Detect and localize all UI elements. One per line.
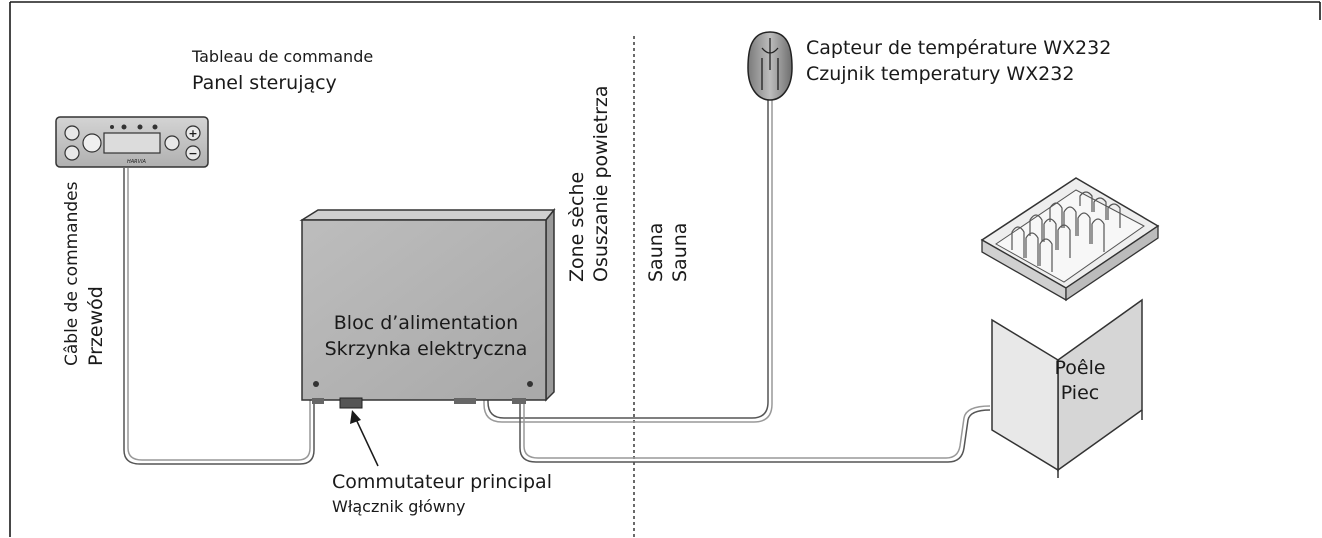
svg-text:−: − bbox=[188, 147, 197, 160]
temperature-sensor-device bbox=[747, 31, 793, 101]
sensor-label-fr: Capteur de température WX232 bbox=[806, 37, 1111, 59]
screw-icon bbox=[313, 381, 319, 387]
cable-label-fr: Câble de commandes bbox=[62, 181, 82, 366]
main-switch-arrow bbox=[350, 410, 379, 467]
panel-brand: HARVIA bbox=[127, 159, 147, 165]
dry-zone-label-pl: Osuszanie powietrza bbox=[590, 85, 612, 282]
menu-button-icon bbox=[164, 135, 180, 151]
heater-label-fr: Poêle bbox=[1054, 357, 1105, 379]
light-button-icon bbox=[64, 145, 80, 161]
heater-label-pl: Piec bbox=[1061, 382, 1099, 404]
control-panel-label-fr: Tableau de commande bbox=[191, 47, 373, 66]
plus-button-icon bbox=[185, 125, 201, 141]
control-cable bbox=[123, 168, 315, 465]
cable-label-pl: Przewód bbox=[85, 286, 107, 366]
heater-device bbox=[980, 177, 1160, 478]
power-unit-label-fr: Bloc d’alimentation bbox=[334, 312, 518, 334]
svg-text:+: + bbox=[188, 127, 197, 140]
sauna-label-fr: Sauna bbox=[645, 223, 667, 282]
minus-button-icon bbox=[185, 145, 201, 161]
mode-button-icon bbox=[82, 133, 102, 153]
panel-display bbox=[103, 132, 161, 154]
power-unit-box bbox=[299, 207, 556, 409]
sauna-label-pl: Sauna bbox=[669, 223, 691, 282]
control-panel-label-pl: Panel sterujący bbox=[192, 72, 337, 94]
diagram-frame bbox=[9, 1, 1321, 537]
sensor-cable bbox=[483, 100, 773, 423]
control-panel-device: + − HARVIA bbox=[55, 116, 209, 168]
power-button-icon bbox=[64, 125, 80, 141]
main-switch-label-pl: Włącznik główny bbox=[332, 497, 466, 516]
heating-elements bbox=[1011, 191, 1121, 272]
main-switch bbox=[339, 397, 363, 409]
dry-zone-label-fr: Zone sèche bbox=[566, 172, 588, 282]
heater-cable bbox=[519, 400, 991, 463]
sensor-label-pl: Czujnik temperatury WX232 bbox=[806, 63, 1074, 85]
main-switch-label-fr: Commutateur principal bbox=[332, 471, 552, 493]
screw-icon bbox=[527, 381, 533, 387]
power-unit-label-pl: Skrzynka elektryczna bbox=[325, 338, 528, 360]
panel-indicator-icons bbox=[110, 124, 158, 130]
